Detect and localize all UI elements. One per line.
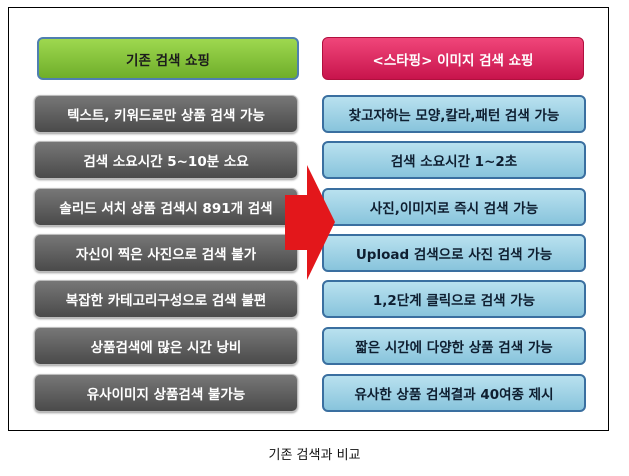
- left-item-2: 검색 소요시간 5~10분 소요: [34, 141, 298, 179]
- left-item-5: 복잡한 카테고리구성으로 검색 불편: [34, 280, 298, 318]
- right-item-1: 찾고자하는 모양,칼라,패턴 검색 가능: [322, 95, 586, 133]
- right-item-6: 짧은 시간에 다양한 상품 검색 가능: [322, 327, 586, 365]
- left-item-4: 자신이 찍은 사진으로 검색 불가: [34, 234, 298, 272]
- right-item-2: 검색 소요시간 1~2초: [322, 141, 586, 179]
- header-image-search: <스타핑> 이미지 검색 쇼핑: [322, 37, 584, 80]
- left-item-1: 텍스트, 키워드로만 상품 검색 가능: [34, 95, 298, 133]
- right-item-7: 유사한 상품 검색결과 40여종 제시: [322, 374, 586, 412]
- right-item-5: 1,2단계 클릭으로 검색 가능: [322, 280, 586, 318]
- right-item-3: 사진,이미지로 즉시 검색 가능: [322, 188, 586, 226]
- header-existing-search: 기존 검색 쇼핑: [37, 37, 299, 80]
- left-item-7: 유사이미지 상품검색 불가능: [34, 374, 298, 412]
- left-item-3: 솔리드 서치 상품 검색시 891개 검색: [34, 188, 298, 226]
- right-arrow-icon: [285, 165, 335, 280]
- left-item-6: 상품검색에 많은 시간 낭비: [34, 327, 298, 365]
- right-item-4: Upload 검색으로 사진 검색 가능: [322, 234, 586, 272]
- figure-caption: 기존 검색과 비교: [268, 448, 361, 463]
